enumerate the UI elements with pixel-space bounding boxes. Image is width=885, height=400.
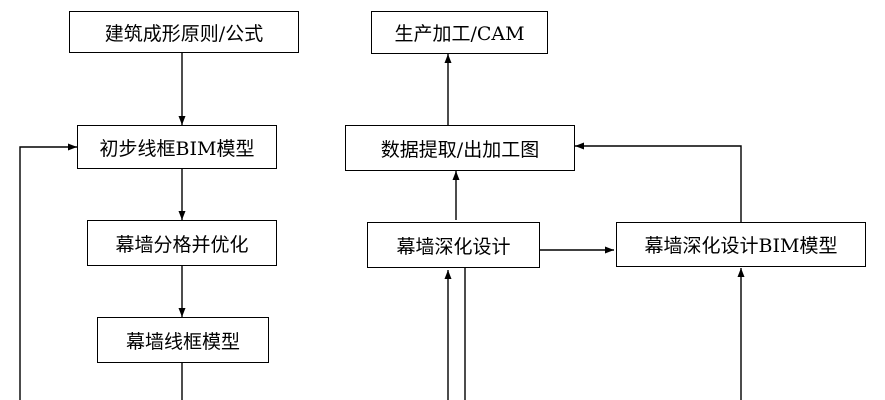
feedback-loop-left	[19, 143, 77, 400]
node-architecture-principles: 建筑成形原则/公式	[69, 11, 299, 53]
node-curtain-wall-detailed-design: 幕墙深化设计	[367, 222, 540, 268]
arrow-bim-to-extraction	[575, 142, 742, 222]
node-initial-frame-bim: 初步线框BIM模型	[77, 125, 277, 169]
node-label: 幕墙深化设计BIM模型	[644, 235, 838, 257]
node-data-extraction-drawings: 数据提取/出加工图	[345, 125, 575, 171]
node-label: 幕墙深化设计	[396, 235, 511, 258]
node-production-cam: 生产加工/CAM	[371, 11, 548, 54]
node-label: 生产加工/CAM	[394, 23, 525, 45]
node-label: 建筑成形原则/公式	[104, 22, 264, 45]
node-curtain-wall-grid-optimize: 幕墙分格并优化	[87, 220, 277, 266]
node-curtain-wall-frame-model: 幕墙线框模型	[97, 317, 269, 363]
node-label: 初步线框BIM模型	[99, 137, 255, 160]
node-label: 幕墙分格并优化	[115, 233, 249, 256]
node-curtain-wall-detailed-bim: 幕墙深化设计BIM模型	[616, 222, 866, 267]
node-label: 数据提取/出加工图	[380, 138, 540, 161]
node-label: 幕墙线框模型	[125, 330, 240, 353]
